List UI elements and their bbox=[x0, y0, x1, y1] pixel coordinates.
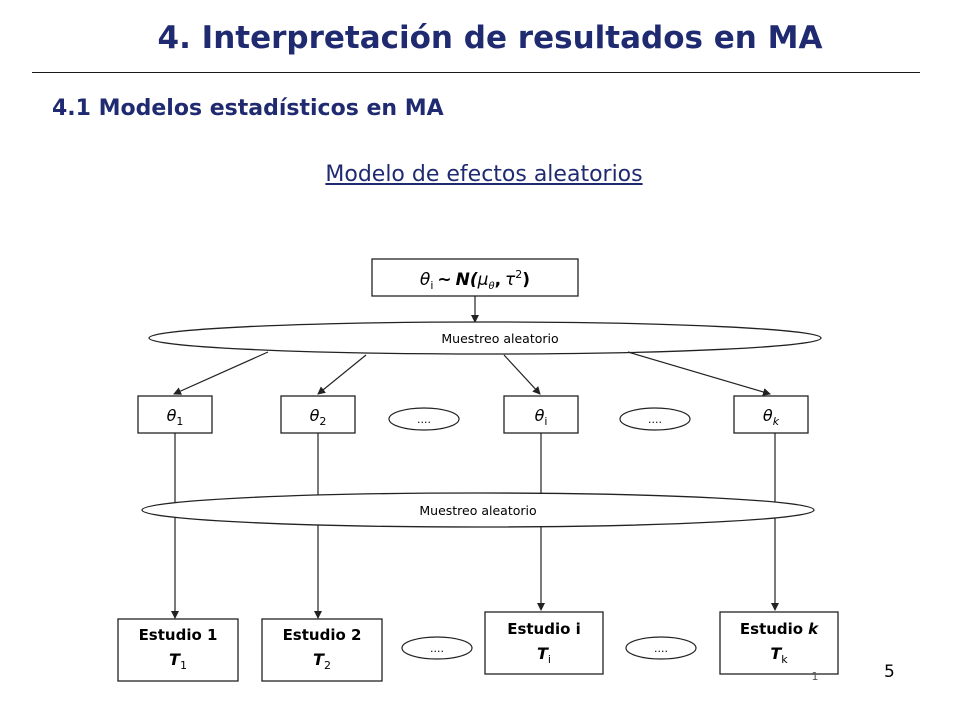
svg-text:Estudio i: Estudio i bbox=[507, 620, 581, 638]
svg-text:T1: T1 bbox=[169, 650, 187, 672]
page-mark: 1 bbox=[812, 670, 819, 683]
svg-text:θi~N(μθ,τ2): θi~N(μθ,τ2) bbox=[420, 268, 530, 292]
theta-box-k: θk bbox=[733, 395, 809, 434]
svg-text:Ti: Ti bbox=[537, 644, 551, 666]
study-box-1: Estudio 1 T1 bbox=[117, 618, 239, 682]
page-number: 5 bbox=[884, 662, 895, 682]
study-box-i: Estudio i Ti bbox=[484, 611, 604, 675]
svg-text:θi: θi bbox=[535, 406, 548, 428]
ellipsis-marker: .... bbox=[388, 407, 460, 431]
model-heading: Modelo de efectos aleatorios bbox=[325, 162, 643, 187]
theta-box-1: θ1 bbox=[137, 395, 213, 434]
sampling-ellipse-bottom: Muestreo aleatorio bbox=[141, 492, 815, 528]
slide-title: 4. Interpretación de resultados en MA bbox=[157, 20, 823, 56]
section-subtitle: 4.1 Modelos estadísticos en MA bbox=[52, 96, 444, 121]
connector-arrow bbox=[627, 351, 771, 396]
theta-box-i: θi bbox=[503, 395, 579, 434]
ellipsis-marker: .... bbox=[401, 636, 473, 660]
svg-text:Muestreo aleatorio: Muestreo aleatorio bbox=[419, 503, 536, 518]
ellipsis-marker: .... bbox=[619, 407, 691, 431]
svg-text:....: .... bbox=[417, 413, 431, 426]
svg-text:Estudio 2: Estudio 2 bbox=[283, 626, 362, 644]
sampling-ellipse-top: Muestreo aleatorio bbox=[148, 321, 822, 355]
connector-arrow bbox=[503, 354, 541, 395]
svg-text:θk: θk bbox=[763, 406, 780, 428]
connector-arrow bbox=[173, 351, 269, 395]
ellipsis-marker: .... bbox=[625, 636, 697, 660]
svg-text:θ2: θ2 bbox=[310, 406, 327, 428]
svg-text:....: .... bbox=[654, 642, 668, 655]
svg-text:θ1: θ1 bbox=[167, 406, 184, 428]
study-box-2: Estudio 2 T2 bbox=[261, 618, 383, 682]
svg-text:Estudio 1: Estudio 1 bbox=[139, 626, 218, 644]
theta-box-2: θ2 bbox=[280, 395, 356, 434]
svg-text:....: .... bbox=[430, 642, 444, 655]
connector-arrow bbox=[317, 354, 367, 395]
svg-text:....: .... bbox=[648, 413, 662, 426]
svg-text:Muestreo aleatorio: Muestreo aleatorio bbox=[441, 331, 558, 346]
svg-text:Tk: Tk bbox=[770, 644, 788, 666]
distribution-box: θi~N(μθ,τ2) bbox=[371, 258, 579, 297]
svg-text:T2: T2 bbox=[313, 650, 331, 672]
title-divider bbox=[32, 72, 920, 73]
